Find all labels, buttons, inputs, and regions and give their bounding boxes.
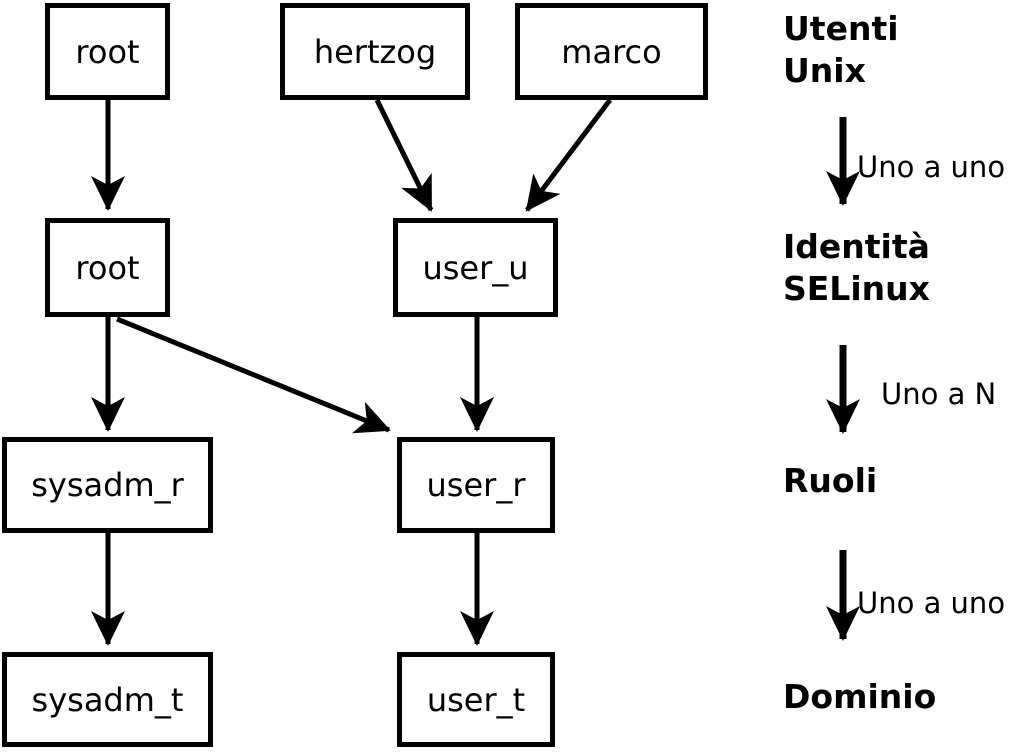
node-root-selinux: root (45, 218, 170, 317)
node-user-t: user_t (397, 652, 555, 747)
legend-relation-uno-a-uno-1: Uno a uno (857, 150, 1006, 184)
legend-level-dominio: Dominio (783, 677, 937, 716)
node-marco: marco (515, 3, 708, 100)
edge-hertzog-to-useru (374, 98, 434, 212)
node-root-unix: root (45, 3, 170, 100)
node-label: marco (561, 32, 662, 71)
node-sysadm-r: sysadm_r (2, 437, 213, 533)
node-label: root (75, 248, 140, 287)
node-sysadm-t: sysadm_t (2, 652, 213, 747)
legend-level-identita-selinux: Identità SELinux (783, 227, 930, 308)
node-label: user_t (426, 680, 526, 719)
legend-level-ruoli: Ruoli (783, 461, 878, 500)
node-label: user_u (422, 248, 529, 287)
legend-relation-uno-a-uno-2: Uno a uno (857, 586, 1006, 620)
legend-relation-uno-a-n: Uno a N (881, 377, 997, 411)
node-user-r: user_r (397, 437, 555, 533)
node-label: user_r (426, 466, 526, 504)
node-hertzog: hertzog (280, 3, 470, 100)
node-user-u: user_u (393, 218, 558, 317)
node-label: root (75, 32, 140, 71)
legend-level-utenti-unix: Utenti Unix (783, 9, 899, 90)
node-label: sysadm_r (31, 466, 184, 504)
edge-marco-to-useru (525, 98, 612, 212)
node-label: sysadm_t (31, 680, 184, 719)
edge-rootselinux-to-userr (116, 316, 391, 434)
node-label: hertzog (313, 32, 437, 71)
